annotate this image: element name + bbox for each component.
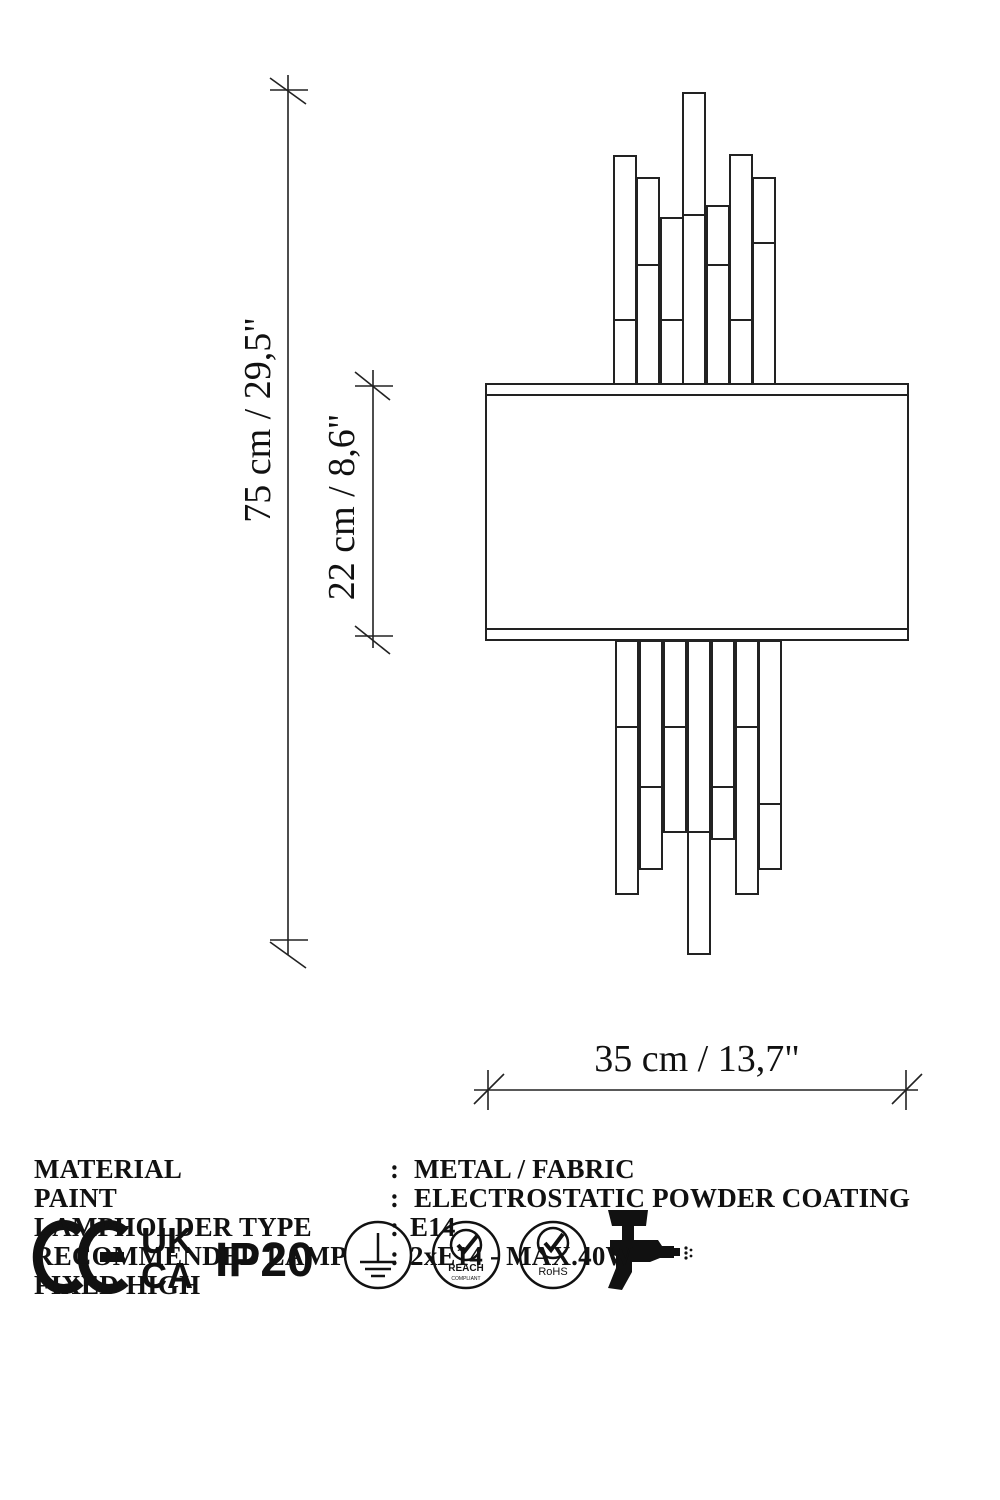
rod <box>615 640 639 895</box>
spec-colon: : <box>390 1183 400 1213</box>
height-shade-label: 22 cm / 8,6" <box>321 414 363 601</box>
rod <box>729 154 753 385</box>
rod <box>639 640 663 870</box>
spec-label: MATERIAL <box>34 1154 183 1184</box>
ukca-mark-icon: UK CA <box>141 1220 193 1296</box>
rod <box>706 205 730 385</box>
rod <box>752 177 776 385</box>
rod <box>663 640 687 833</box>
spec-label: RECOMMENDED LAMP <box>34 1241 347 1271</box>
spec-row-paint: PAINT : ELECTROSTATIC POWDER COATING <box>34 1183 984 1213</box>
spec-label: FIXED HIGH <box>34 1270 201 1300</box>
shade-height-dimension-line <box>354 370 393 655</box>
rohs-text: RoHS <box>538 1266 567 1278</box>
lower-rods <box>615 640 782 955</box>
ground-symbol-icon <box>343 1220 413 1290</box>
rod <box>613 155 637 385</box>
rod <box>660 217 684 385</box>
lamp-shade <box>485 383 909 641</box>
height-total-label: 75 cm / 29,5" <box>237 317 279 523</box>
upper-rods <box>613 92 776 385</box>
reach-sub-text: COMPLIANT <box>451 1276 480 1282</box>
spec-colon: : <box>390 1241 400 1271</box>
spec-row-recommended-lamp: RECOMMENDED LAMP : 2xE14 - MAX.40W <box>34 1241 984 1271</box>
rod <box>682 92 706 385</box>
rod <box>636 177 660 385</box>
spec-value: ELECTROSTATIC POWDER COATING <box>414 1183 911 1213</box>
spec-value: METAL / FABRIC <box>414 1154 635 1184</box>
rohs-icon: RoHS <box>518 1220 588 1290</box>
spec-row-lampholder: LAMPHOLDER TYPE : E14 <box>34 1212 984 1242</box>
rod <box>711 640 735 840</box>
reach-text: REACH <box>448 1263 484 1274</box>
spec-row-fixed-high: FIXED HIGH <box>34 1270 984 1300</box>
spec-label: PAINT <box>34 1183 118 1213</box>
rod <box>758 640 782 870</box>
certification-marks: UK CA IP20 REACH COMPLIANT RoHS <box>32 1210 693 1296</box>
spec-colon: : <box>390 1154 400 1184</box>
width-label: 35 cm / 13,7" <box>594 1038 800 1080</box>
rod <box>735 640 759 895</box>
width-dimension-line <box>473 1070 923 1110</box>
height-dimension-line <box>269 75 308 969</box>
ukca-top-text: UK <box>141 1220 193 1261</box>
spray-gun-icon <box>608 1210 693 1290</box>
spec-value: 2xE14 - MAX.40W <box>410 1241 633 1271</box>
ip-rating: IP20 <box>215 1234 314 1287</box>
rod <box>687 640 711 955</box>
spec-label: LAMPHOLDER TYPE <box>34 1212 312 1242</box>
reach-compliant-icon: REACH COMPLIANT <box>431 1220 501 1290</box>
spec-row-material: MATERIAL : METAL / FABRIC <box>34 1154 984 1184</box>
spec-table: MATERIAL : METAL / FABRIC PAINT : ELECTR… <box>34 1154 984 1300</box>
spec-value: E14 <box>410 1212 456 1242</box>
ukca-bottom-text: CA <box>141 1255 193 1296</box>
ce-mark-icon <box>32 1220 129 1294</box>
spec-colon: : <box>390 1212 400 1242</box>
